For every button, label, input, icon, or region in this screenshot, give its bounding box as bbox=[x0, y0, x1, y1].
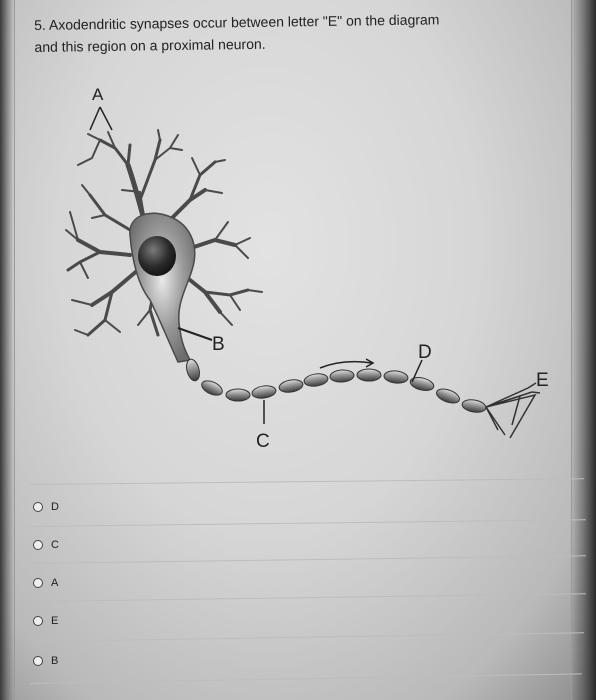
left-edge-shadow bbox=[0, 0, 14, 700]
choice-option[interactable]: D bbox=[33, 501, 59, 513]
direction-arrow bbox=[319, 358, 375, 369]
choice-label: B bbox=[51, 655, 59, 667]
right-border bbox=[571, 0, 572, 700]
choice-label: C bbox=[51, 539, 59, 551]
radio-button[interactable] bbox=[33, 656, 43, 666]
choice-option[interactable]: C bbox=[33, 539, 59, 551]
label-a-group: A bbox=[89, 85, 113, 131]
cell-body bbox=[129, 212, 196, 363]
radio-button[interactable] bbox=[33, 578, 43, 588]
myelin-sheath bbox=[186, 358, 487, 413]
choice-label: A bbox=[51, 577, 59, 589]
label-e-group: E bbox=[536, 370, 549, 391]
dendrites bbox=[65, 129, 263, 337]
label-e: E bbox=[536, 370, 549, 391]
choice-label: D bbox=[51, 501, 59, 513]
choice-option[interactable]: B bbox=[33, 655, 58, 667]
axon-terminal bbox=[485, 382, 541, 439]
nucleus bbox=[138, 236, 176, 276]
choice-option[interactable]: E bbox=[33, 615, 58, 627]
label-b: B bbox=[212, 334, 225, 355]
choice-label: E bbox=[51, 615, 59, 627]
label-d-group: D bbox=[411, 342, 432, 383]
label-b-group: B bbox=[177, 327, 225, 355]
choice-option[interactable]: A bbox=[33, 577, 58, 589]
label-c: C bbox=[256, 431, 270, 452]
label-d: D bbox=[418, 342, 432, 363]
radio-button[interactable] bbox=[33, 616, 43, 626]
radio-button[interactable] bbox=[33, 502, 43, 512]
label-c-group: C bbox=[256, 400, 270, 452]
label-a: A bbox=[92, 85, 104, 104]
radio-button[interactable] bbox=[33, 540, 43, 550]
left-border bbox=[14, 0, 15, 700]
right-edge-shadow bbox=[570, 0, 596, 700]
